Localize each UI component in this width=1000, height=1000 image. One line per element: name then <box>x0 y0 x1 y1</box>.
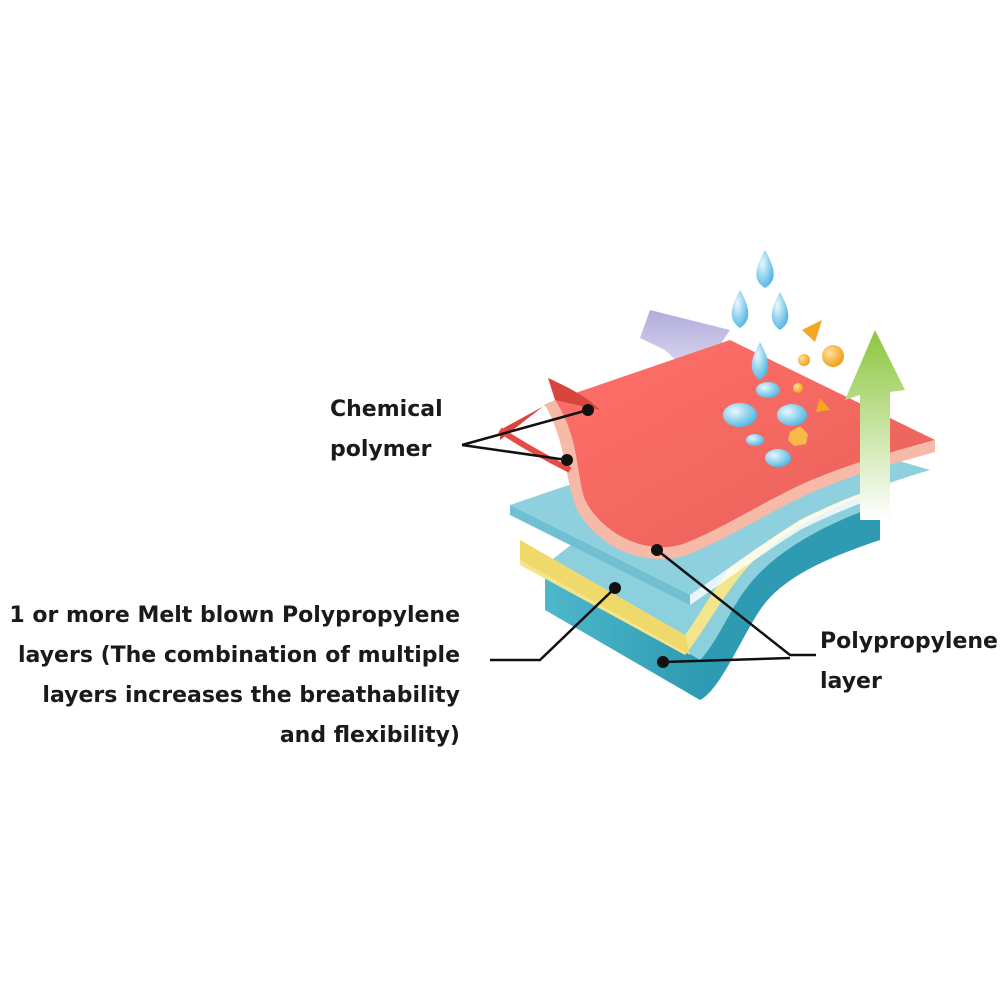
leader-pp-lower <box>662 656 791 664</box>
label-chemical-line2: polymer <box>330 437 432 462</box>
label-meltblown-line4: and flexibility) <box>279 723 460 748</box>
label-chemical-polymer: Chemical polymer <box>330 390 443 470</box>
label-pp-line1: Polypropylene <box>820 629 998 654</box>
leader-pp-upper <box>656 549 816 657</box>
label-meltblown-line2: layers (The combination of multiple <box>18 643 460 668</box>
leader-lines <box>461 408 816 664</box>
label-meltblown-line1: 1 or more Melt blown Polypropylene <box>9 603 460 628</box>
air-arrow-icon <box>845 330 905 520</box>
leader-meltblown <box>490 587 616 662</box>
label-polypropylene-layer: Polypropylene layer <box>820 622 998 702</box>
label-meltblown-line3: layers increases the breathability <box>42 683 460 708</box>
chemical-polymer-layer <box>498 340 935 560</box>
label-melt-blown: 1 or more Melt blown Polypropylene layer… <box>9 596 460 756</box>
leader-chemical-lower <box>461 443 568 462</box>
leader-dots <box>561 404 669 668</box>
particle-icon <box>788 320 844 446</box>
leader-chemical-upper <box>461 408 589 447</box>
water-droplet-icon <box>723 250 807 467</box>
label-pp-line2: layer <box>820 669 882 694</box>
label-chemical-line1: Chemical <box>330 397 443 422</box>
